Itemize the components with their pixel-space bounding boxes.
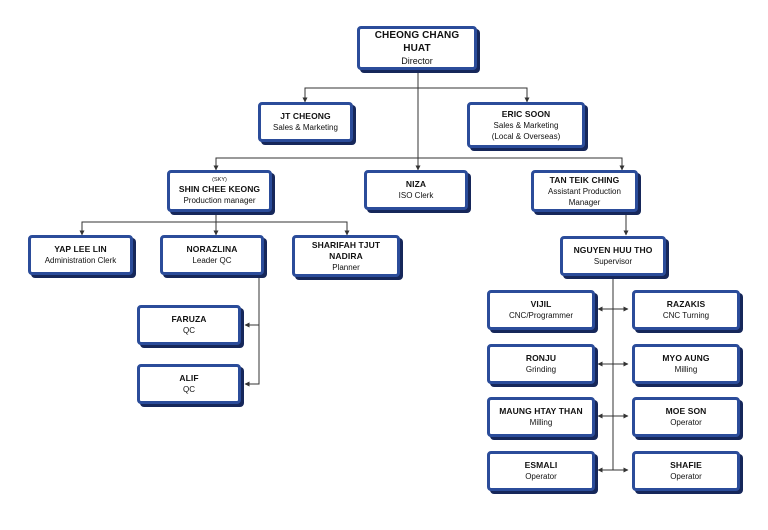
node-name: YAP LEE LIN — [54, 244, 107, 254]
node-role: Milling — [529, 418, 553, 427]
node-role: Supervisor — [593, 257, 633, 266]
node-name: NGUYEN HUU THO — [573, 245, 653, 255]
node-name: CHEONG CHANG HUAT — [374, 30, 460, 54]
node-role: Grinding — [525, 365, 557, 374]
node-name: ESMALI — [524, 460, 558, 470]
node-role-extra: Manager — [568, 197, 601, 207]
node-role: Sales & Marketing — [273, 123, 338, 132]
node-role: Operator — [670, 472, 702, 481]
node-name: NORAZLINA — [186, 244, 238, 254]
node-vijil: VIJIL CNC/Programmer — [487, 290, 595, 330]
node-faruza: FARUZA QC — [137, 305, 241, 345]
node-shafie: SHAFIE Operator — [632, 451, 740, 491]
node-name: MYO AUNG — [662, 353, 710, 363]
node-role: Sales & Marketing — [493, 120, 559, 130]
node-myo-aung: MYO AUNG Milling — [632, 344, 740, 384]
node-esmali: ESMALI Operator — [487, 451, 595, 491]
node-role: CNC/Programmer — [508, 311, 573, 320]
node-name: MAUNG HTAY THAN — [499, 406, 583, 416]
node-moe-son: MOE SON Operator — [632, 397, 740, 437]
node-name: VIJIL — [530, 299, 552, 309]
node-role: QC — [183, 326, 195, 335]
node-name: TAN TEIK CHING — [549, 174, 620, 185]
node-tag: (SKY) — [212, 176, 227, 183]
node-role: Operator — [525, 472, 557, 481]
node-eric-soon: ERIC SOON Sales & Marketing (Local & Ove… — [467, 102, 585, 148]
node-niza: NIZA ISO Clerk — [364, 170, 468, 210]
node-name: ERIC SOON — [501, 108, 551, 119]
node-name: MOE SON — [665, 406, 707, 416]
node-role: Administration Clerk — [44, 256, 117, 265]
node-norazlina: NORAZLINA Leader QC — [160, 235, 264, 275]
node-jt-cheong: JT CHEONG Sales & Marketing — [258, 102, 353, 142]
node-role: Assistant Production — [548, 186, 621, 196]
node-name: ALIF — [179, 373, 199, 383]
node-alif: ALIF QC — [137, 364, 241, 404]
node-nguyen-huu-tho: NGUYEN HUU THO Supervisor — [560, 236, 666, 276]
node-role: Production manager — [183, 195, 256, 205]
node-role: QC — [183, 385, 195, 394]
node-ronju: RONJU Grinding — [487, 344, 595, 384]
node-maung-htay-than: MAUNG HTAY THAN Milling — [487, 397, 595, 437]
node-sharifah: SHARIFAH TJUT NADIRA Planner — [292, 235, 400, 277]
node-role: Leader QC — [192, 256, 232, 265]
node-shin-chee-keong: (SKY) SHIN CHEE KEONG Production manager — [167, 170, 272, 212]
node-name: RONJU — [525, 353, 557, 363]
node-name: JT CHEONG — [280, 111, 331, 121]
node-role: Planner — [332, 262, 360, 272]
node-role: Operator — [670, 418, 702, 427]
node-name: FARUZA — [171, 314, 207, 324]
node-tan-teik-ching: TAN TEIK CHING Assistant Production Mana… — [531, 170, 638, 212]
node-role: ISO Clerk — [398, 191, 434, 200]
node-name: RAZAKIS — [666, 299, 706, 309]
node-role-extra: (Local & Overseas) — [491, 131, 561, 141]
node-role: Director — [401, 56, 433, 66]
node-director: CHEONG CHANG HUAT Director — [357, 26, 477, 70]
node-razakis: RAZAKIS CNC Turning — [632, 290, 740, 330]
node-name: SHAFIE — [670, 460, 702, 470]
node-name: NIZA — [405, 179, 427, 189]
node-name: SHIN CHEE KEONG — [178, 183, 261, 194]
node-yap-lee-lin: YAP LEE LIN Administration Clerk — [28, 235, 133, 275]
node-role: CNC Turning — [662, 311, 710, 320]
node-role: Milling — [674, 365, 698, 374]
node-name: SHARIFAH TJUT NADIRA — [311, 239, 381, 261]
